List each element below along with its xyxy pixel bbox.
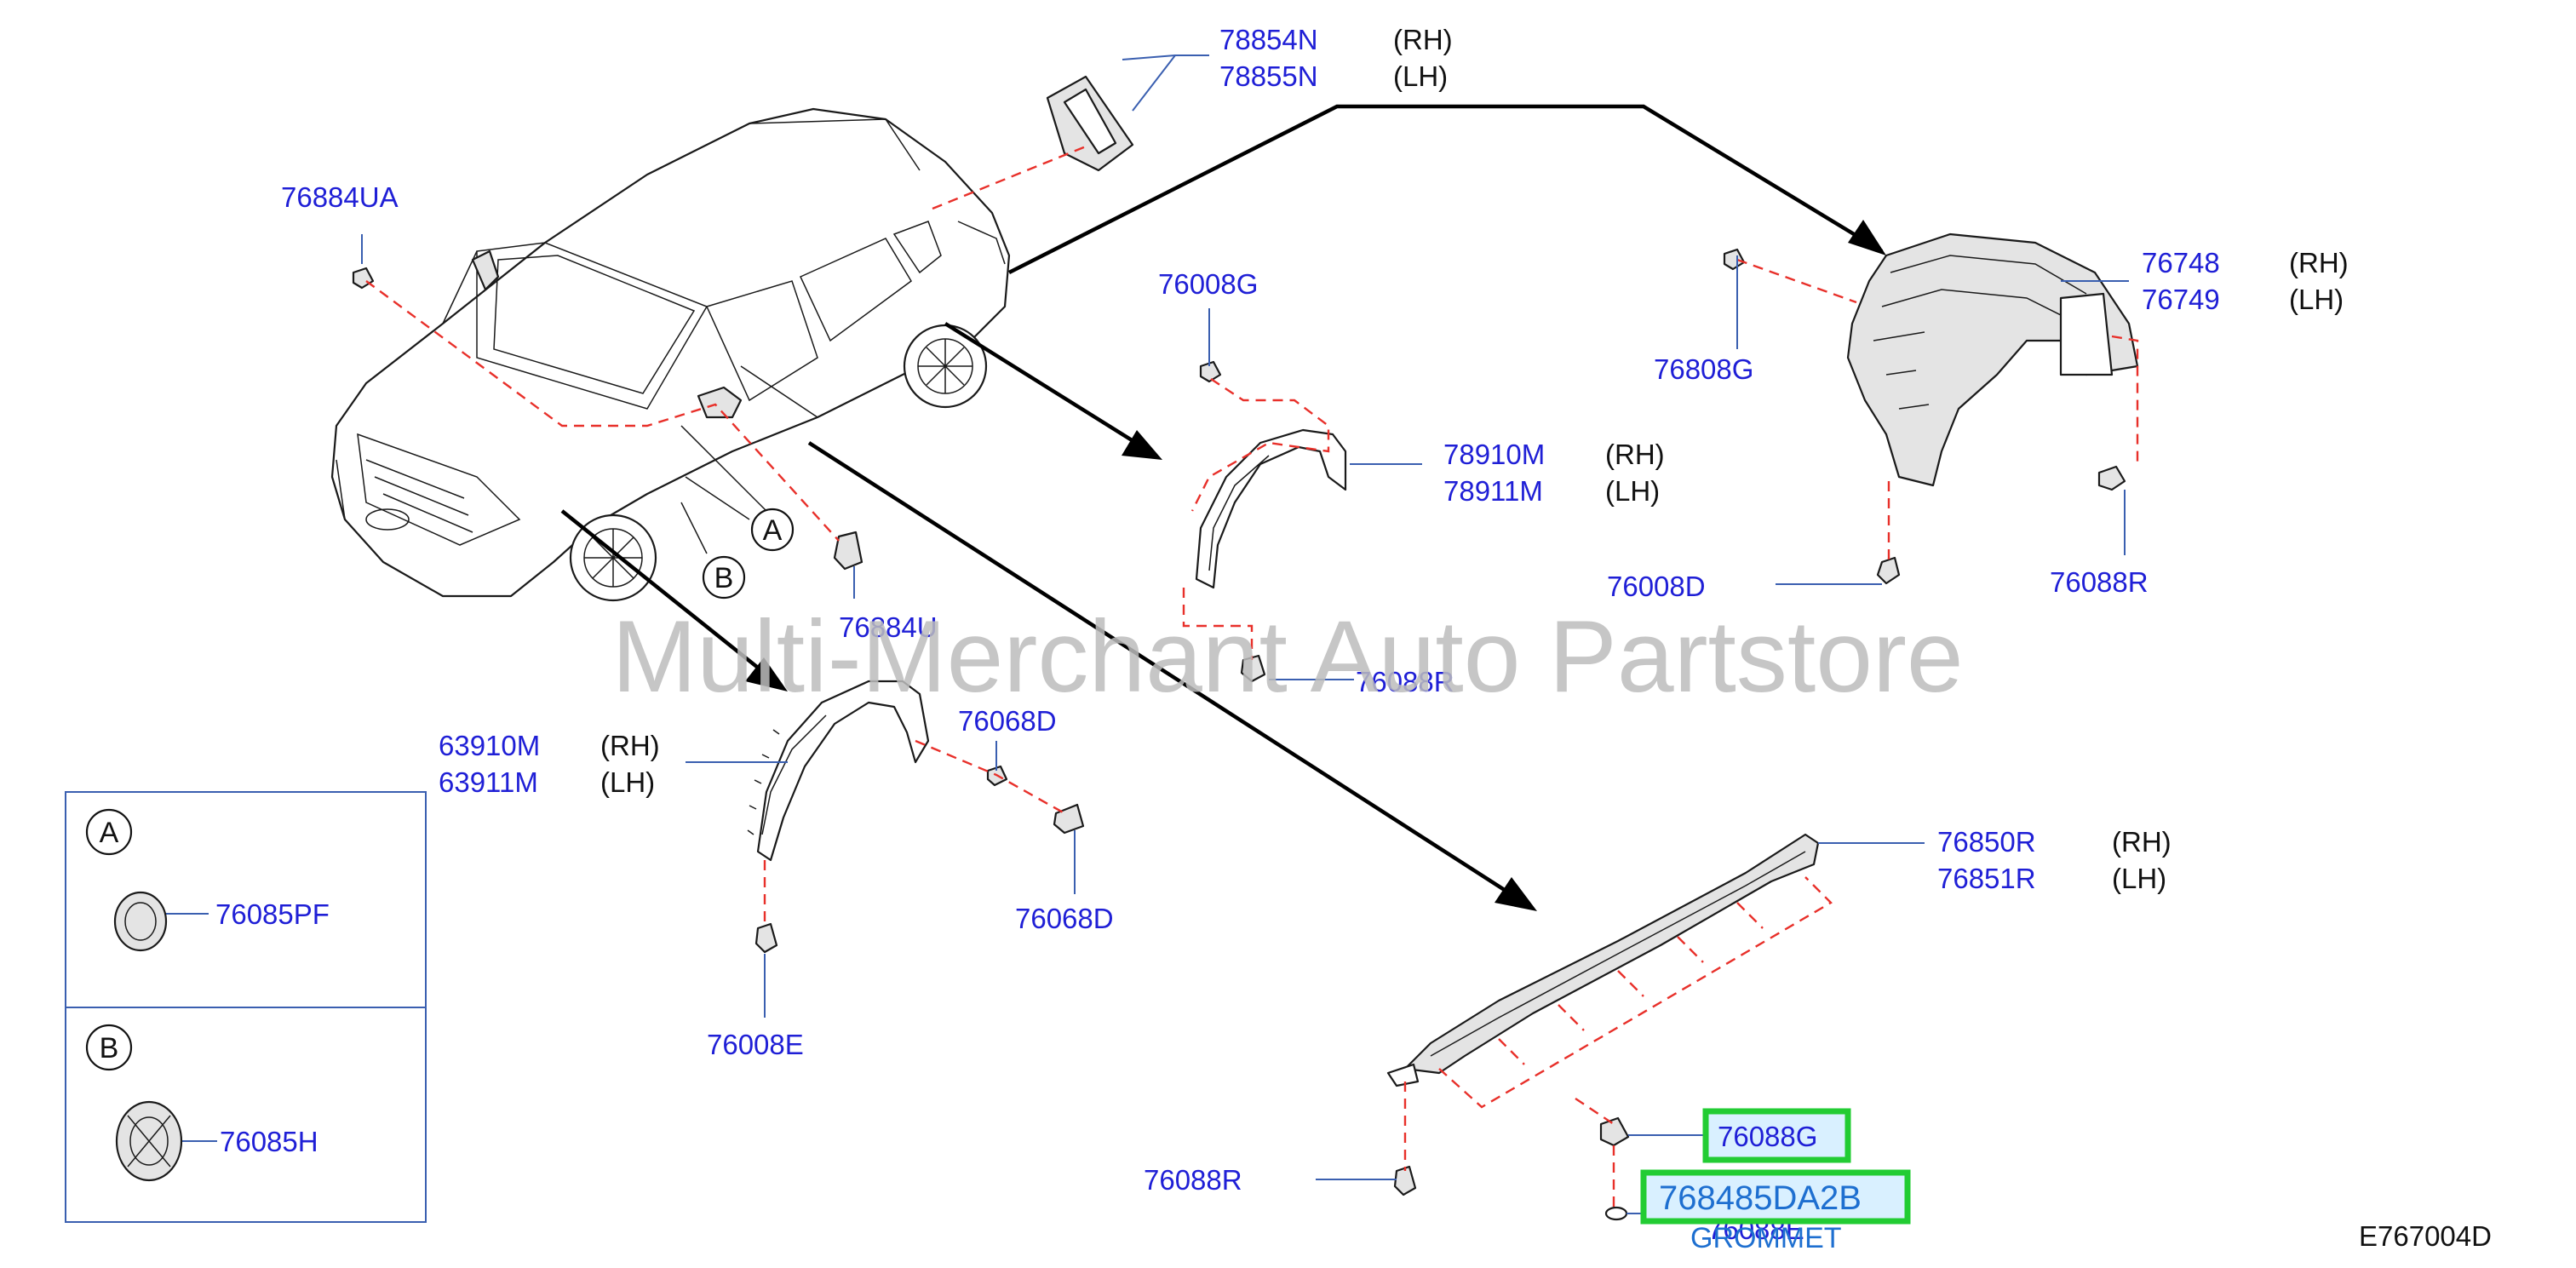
callout-b-label: B [714,562,734,594]
car-illustration [330,107,1011,602]
clip-76008G [1199,360,1222,383]
label-63910M: 63910M [439,730,540,761]
clip-76088G [1599,1116,1630,1147]
label-76068D-b: 76068D [1015,903,1114,934]
highlight-part-number: 768485DA2B [1659,1179,1862,1217]
detail-box: A B [65,791,427,1223]
label-76008E: 76008E [707,1029,804,1060]
clip-76088R-mid [1240,654,1266,683]
part-78854N-illustration [1046,75,1134,172]
label-76884U: 76884U [839,611,938,643]
label-76851R-side: (LH) [2112,863,2166,894]
detail-b-label: B [100,1032,119,1064]
grommet-76085PF [113,891,168,952]
label-63911M-side: (LH) [600,766,655,798]
label-78855N-side: (LH) [1393,60,1448,92]
clip-76008E [754,922,778,954]
label-76850R-side: (RH) [2112,826,2172,858]
label-76749-side: (LH) [2289,284,2344,315]
watermark: Multi-Merchant Auto Partstore [611,600,1963,714]
label-76088R-top: 76088R [2050,566,2149,598]
part-78910M-illustration [1195,428,1347,589]
clip-76008D [1876,556,1901,585]
callout-a-label: A [763,514,783,547]
label-76884UA: 76884UA [281,181,399,213]
label-76850R: 76850R [1937,826,2036,858]
label-76068D-a: 76068D [958,705,1057,737]
label-78911M: 78911M [1443,475,1543,507]
label-76088R-bot: 76088R [1144,1164,1242,1196]
callout-a-on-car: A [685,476,795,552]
callout-b-on-car: B [680,502,746,600]
label-76085PF: 76085PF [215,898,330,930]
label-78910M: 78910M [1443,439,1545,470]
highlight-76088G: 76088G [1702,1108,1851,1163]
label-78911M-side: (LH) [1605,475,1660,507]
label-76851R: 76851R [1937,863,2036,894]
clip-76808G [1723,248,1746,271]
label-78855N: 78855N [1219,60,1318,92]
label-63910M-side: (RH) [600,730,660,761]
label-78854N-side: (RH) [1393,24,1453,55]
label-76749: 76749 [2142,284,2220,315]
label-76088G: 76088G [1718,1121,1817,1152]
highlight-grommet: 768485DA2B GROMMET [1640,1169,1911,1254]
clip-76088R-bot [1393,1165,1417,1196]
label-78854N: 78854N [1219,24,1318,55]
label-78910M-side: (RH) [1605,439,1665,470]
diagram-code: E767004D [2359,1220,2492,1252]
label-76748: 76748 [2142,247,2220,278]
clip-76088E [1604,1206,1628,1221]
clip-76884U [833,531,863,571]
label-76008D: 76008D [1607,571,1706,602]
label-76808G: 76808G [1654,353,1753,385]
label-63911M: 63911M [439,766,538,798]
direction-arrows [560,104,1886,911]
label-76748-side: (RH) [2289,247,2349,278]
label-76085H: 76085H [220,1126,318,1157]
dashed-leaders [365,143,2139,1213]
fasteners [352,248,2126,1221]
part-76850R-illustration [1386,833,1820,1087]
part-63910M-illustration [747,680,930,862]
highlight-part-name: GROMMET [1690,1222,1842,1254]
label-76088R-mid: 76088R [1356,666,1454,697]
label-76008G: 76008G [1158,268,1258,300]
detail-a-label: A [100,817,119,849]
clip-76088R-top [2097,465,2126,491]
part-76748-illustration [1846,232,2139,487]
